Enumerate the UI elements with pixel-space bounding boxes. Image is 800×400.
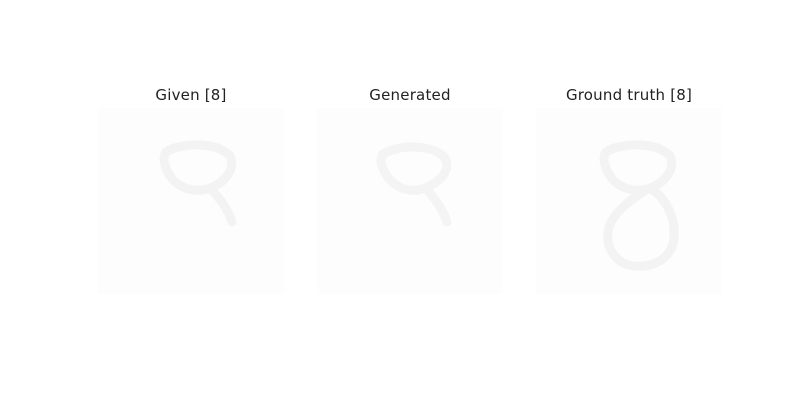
panel-title-given: Given [8] [155,86,227,104]
panel-given [98,108,284,294]
full-eight-image [599,140,679,271]
panel-ground-truth [536,108,722,294]
panel-given-background [98,108,284,294]
panel-generated-background [317,108,503,294]
partial-eight-image [159,140,237,227]
panel-title-generated: Generated [369,86,451,104]
panel-generated [317,108,503,294]
panel-title-ground-truth: Ground truth [8] [565,86,693,104]
generated-digit-image [376,142,452,227]
